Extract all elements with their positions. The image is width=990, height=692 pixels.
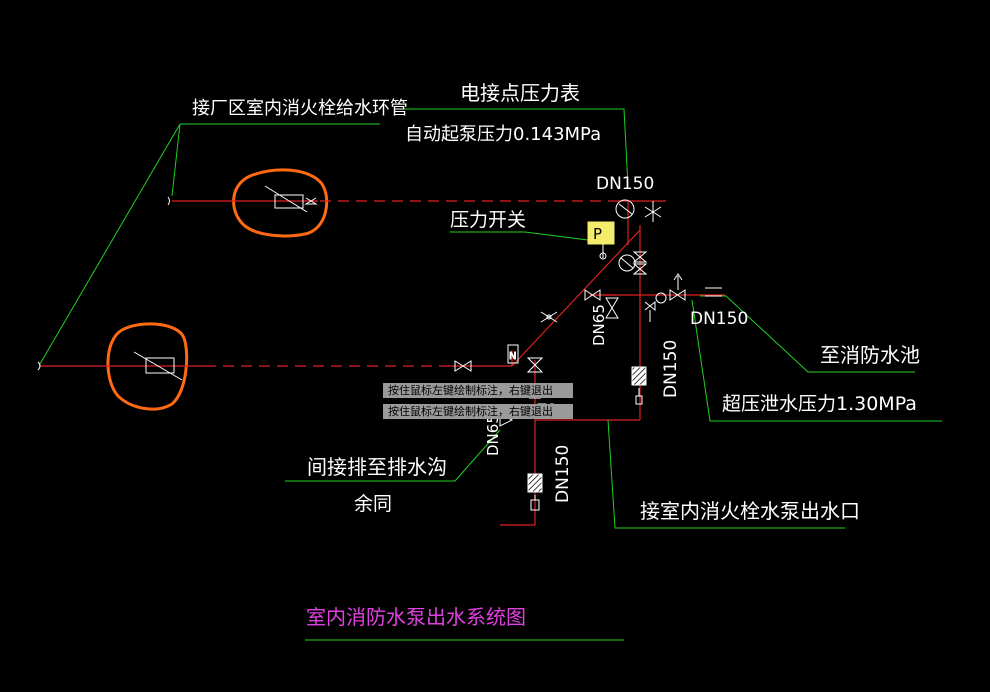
pressure-switch-icon[interactable]	[587, 221, 615, 260]
label-dn65-lower[interactable]: DN65	[484, 414, 502, 456]
check-valve-icon[interactable]	[304, 197, 318, 205]
label-dn150-mid[interactable]: DN150	[661, 340, 681, 398]
gate-valve-icon[interactable]	[454, 360, 472, 372]
leader-relief	[691, 299, 942, 422]
pipe-diagonal	[511, 229, 641, 367]
pipes	[40, 200, 725, 526]
pressure-gauge-icon[interactable]	[618, 254, 636, 272]
text-labels: 接厂区室内消火栓给水环管 电接点压力表 自动起泵压力0.143MPa DN150…	[192, 81, 920, 629]
flex-joint-icon[interactable]	[631, 366, 647, 405]
flex-joint-icon[interactable]	[133, 351, 183, 381]
butterfly-valve-icon[interactable]	[605, 297, 619, 319]
check-valve-icon[interactable]: N	[507, 344, 519, 364]
leader-ring-lower	[39, 123, 181, 365]
label-to-pool[interactable]: 至消防水池	[820, 343, 920, 367]
svg-text:N: N	[509, 351, 516, 362]
leader-switch	[450, 231, 589, 241]
label-contact-gauge[interactable]: 电接点压力表	[460, 81, 580, 105]
label-indirect-drain[interactable]: 间接排至排水沟	[307, 455, 447, 479]
label-dn150-lower[interactable]: DN150	[553, 445, 573, 503]
gate-valve-icon[interactable]	[669, 273, 686, 301]
label-auto-start[interactable]: 自动起泵压力0.143MPa	[405, 124, 601, 145]
label-ring-main[interactable]: 接厂区室内消火栓给水环管	[192, 98, 408, 119]
relief-valve-icon[interactable]	[644, 292, 667, 322]
revision-clouds	[106, 168, 329, 411]
gate-valve-icon[interactable]	[584, 289, 601, 301]
label-others-same[interactable]: 余同	[354, 493, 392, 515]
check-valve-icon[interactable]	[632, 251, 648, 275]
pressure-switch-letter: P	[593, 225, 602, 243]
flex-joint-icon[interactable]	[527, 473, 543, 511]
diagram-title[interactable]: 室内消防水泵出水系统图	[306, 605, 526, 629]
pressure-gauge-icon[interactable]	[615, 199, 635, 219]
leader-lines	[39, 108, 942, 641]
label-dn150-top[interactable]: DN150	[596, 174, 654, 194]
leader-outlet	[607, 419, 845, 529]
leader-ring-upper	[171, 123, 181, 197]
label-dn65-upper[interactable]: DN65	[590, 304, 608, 346]
leader-drain	[285, 429, 501, 482]
equipment: N	[37, 185, 722, 511]
revision-cloud-lower	[106, 322, 189, 411]
gate-valve-icon[interactable]	[540, 311, 558, 323]
label-relief-pressure[interactable]: 超压泄水压力1.30MPa	[722, 393, 917, 415]
leader-gauge	[403, 108, 629, 187]
annotation-tooltip: 按住鼠标左键绘制标注，右键退出	[383, 404, 573, 419]
butterfly-valve-icon[interactable]	[644, 201, 662, 222]
revision-cloud-upper	[232, 168, 329, 238]
gate-valve-icon[interactable]	[526, 357, 544, 373]
annotation-tooltip: 按住鼠标左键绘制标注，右键退出	[383, 383, 573, 398]
label-pressure-switch[interactable]: 压力开关	[450, 209, 526, 231]
flex-joint-icon[interactable]	[264, 185, 308, 213]
label-pump-outlet[interactable]: 接室内消火栓水泵出水口	[640, 499, 860, 523]
label-dn150-right[interactable]: DN150	[690, 309, 748, 329]
